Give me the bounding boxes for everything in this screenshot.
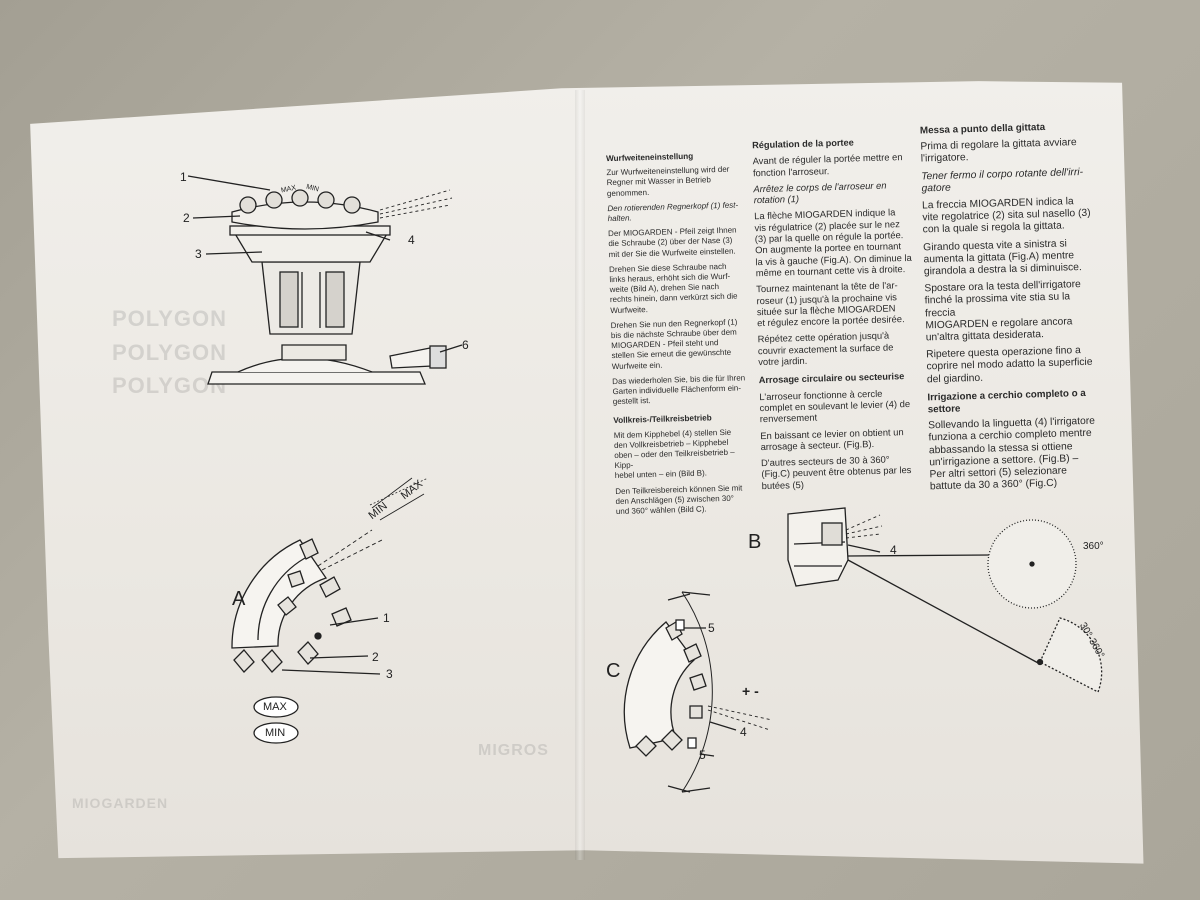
center-fold [575, 90, 585, 860]
italian-para-2: Tener fermo il corpo rotante dell'irri- … [921, 166, 1084, 195]
badge-min: MIN [265, 727, 286, 739]
badge-max: MAX [263, 701, 287, 713]
italian-column: Messa a punto della gittata Prima di reg… [920, 121, 1102, 499]
italian-para-3: La freccia MIOGARDEN indica la vite rego… [921, 196, 1091, 236]
italian-para-5: Spostare ora la testa dell'irrigatore fi… [924, 279, 1081, 344]
french-para-2: Arrêtez le corps de l'arroseur en rotati… [753, 179, 887, 206]
french-para-6: L'arroseur fonctionne à cercle complet e… [759, 387, 911, 425]
label-2: 2 [183, 211, 190, 225]
ghost-migros: MIGROS [478, 742, 549, 759]
label-3: 3 [195, 247, 202, 261]
ghost-polygon-2: POLYGON [112, 340, 227, 365]
french-column: Régulation de la portee Avant de réguler… [752, 136, 920, 496]
french-para-1: Avant de réguler la portée mettre en fon… [752, 151, 903, 178]
ghost-polygon-1: POLYGON [112, 306, 227, 331]
german-para-5: Drehen Sie nun den Regnerkopf (1) bis di… [610, 317, 738, 371]
french-para-3: La flèche MIOGARDEN indique la vis régul… [754, 206, 912, 279]
french-para-8: D'autres secteurs de 30 à 360° (Fig.C) p… [760, 453, 912, 491]
figure-c-label-4: 4 [740, 725, 747, 739]
german-para-6: Das wiederholen Sie, bis die für Ihren G… [612, 373, 746, 407]
label-6: 6 [462, 338, 469, 352]
figure-a-label-1: 1 [383, 611, 390, 625]
italian-para-6: Ripetere questa operazione fino a coprir… [926, 345, 1093, 386]
italian-heading-circle: Irrigazione a cerchio completo o a setto… [927, 387, 1086, 416]
label-1: 1 [180, 170, 187, 184]
ghost-miogarden-logo: MIOGARDEN [72, 795, 169, 811]
german-heading-circle: Vollkreis-/Teilkreisbetrieb [613, 413, 712, 426]
figure-c-plus-minus: + - [742, 683, 759, 699]
french-para-5: Répétez cette opération jusqu'à couvrir … [757, 329, 894, 368]
german-para-1: Zur Wurfweiteneinstellung wird der Regne… [606, 164, 730, 198]
figure-c-label-5b: 5 [699, 748, 706, 762]
italian-para-4: Girando questa vite a sinistra si aument… [923, 238, 1082, 278]
label-4: 4 [408, 233, 415, 247]
figure-a-label-3: 3 [386, 667, 393, 681]
figure-b-letter: B [748, 531, 762, 553]
german-para-4: Drehen Sie diese Schraube nach links her… [608, 261, 738, 315]
figure-a-letter: A [232, 588, 246, 610]
french-para-4: Tournez maintenant la tête de l'ar- rose… [756, 279, 905, 329]
ghost-polygon-3: POLYGON [112, 373, 227, 398]
italian-para-7: Sollevando la linguetta (4) l'irrigatore… [928, 415, 1096, 493]
instruction-sheet [30, 81, 1144, 864]
italian-para-1: Prima di regolare la gittata avviare l'i… [920, 137, 1077, 165]
figure-c-letter: C [606, 660, 621, 682]
german-column: Wurfweiteneinstellung Zur Wurfweiteneins… [606, 150, 766, 522]
figure-c-label-5a: 5 [708, 621, 715, 635]
french-heading-circle: Arrosage circulaire ou secteurise [758, 371, 905, 386]
german-para-2: Den rotierenden Regnerkopf (1) fest- hal… [607, 200, 739, 224]
german-para-7: Mit dem Kipphebel (4) stellen Sie den Vo… [613, 427, 735, 481]
german-para-8: Den Teilkreisbereich können Sie mit den … [615, 483, 743, 517]
french-para-7: En baissant ce levier on obtient un arro… [760, 425, 904, 452]
figure-b-360: 360° [1083, 541, 1104, 552]
german-para-3: Der MIOGARDEN - Pfeil zeigt Ihnen die Sc… [607, 225, 737, 259]
figure-a-label-2: 2 [372, 650, 379, 664]
figure-b-label-4: 4 [890, 543, 897, 557]
